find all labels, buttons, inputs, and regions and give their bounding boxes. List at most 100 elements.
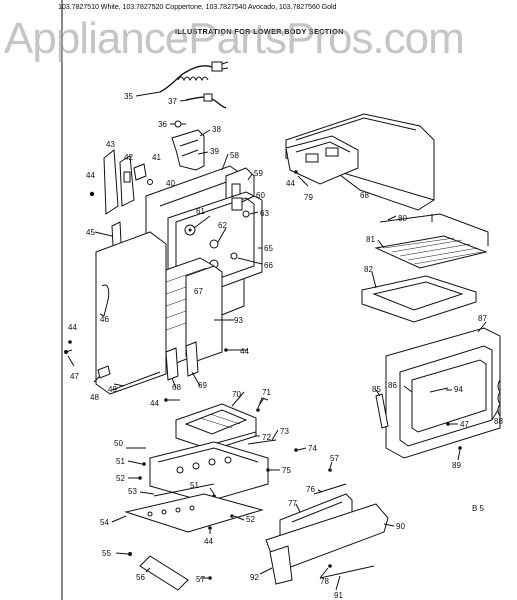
part-label-44-c[interactable]: 44: [68, 323, 77, 332]
screw-part-52-b[interactable]: [230, 514, 234, 518]
rack-part-80[interactable]: [379, 213, 489, 246]
part-label-44-d[interactable]: 44: [150, 399, 159, 408]
screw-part-44-c[interactable]: [68, 340, 72, 344]
part-label-44-e[interactable]: 44: [286, 179, 295, 188]
part-label-89[interactable]: 89: [452, 461, 461, 470]
screw-part-55[interactable]: [128, 552, 132, 556]
part-label-93[interactable]: 93: [234, 316, 243, 325]
part-label-40[interactable]: 40: [166, 179, 175, 188]
bracket-part-41[interactable]: [133, 163, 147, 181]
part-label-59[interactable]: 59: [254, 169, 263, 178]
part-label-78[interactable]: 78: [320, 577, 329, 586]
part-label-60[interactable]: 60: [256, 191, 265, 200]
part-label-85[interactable]: 85: [372, 385, 381, 394]
part-label-73[interactable]: 73: [280, 427, 289, 436]
part-label-51-a[interactable]: 51: [116, 457, 125, 466]
part-label-39[interactable]: 39: [210, 147, 219, 156]
part-label-67[interactable]: 67: [194, 287, 203, 296]
part-label-92[interactable]: 92: [250, 573, 259, 582]
part-label-52-b[interactable]: 52: [246, 515, 255, 524]
cord-clamp-part-37[interactable]: [185, 93, 227, 109]
toe-plate-part-49[interactable]: [111, 371, 161, 391]
screw-part-74[interactable]: [294, 448, 298, 452]
part-label-66[interactable]: 66: [264, 261, 273, 270]
side-trim-part-43[interactable]: [103, 149, 119, 215]
screw-part-75[interactable]: [266, 468, 270, 472]
part-label-42[interactable]: 42: [124, 153, 133, 162]
screw-part-44-f[interactable]: [208, 526, 212, 530]
part-label-71[interactable]: 71: [262, 388, 271, 397]
screw-part-44-a[interactable]: [89, 191, 95, 197]
part-label-68-b[interactable]: 68: [360, 191, 369, 200]
oven-rack-part-81[interactable]: [374, 235, 488, 269]
part-label-47-b[interactable]: 47: [460, 420, 469, 429]
part-label-69[interactable]: 69: [198, 381, 207, 390]
fitting-part-63[interactable]: [242, 210, 250, 218]
bracket-part-69[interactable]: [185, 341, 199, 377]
part-label-47[interactable]: 47: [70, 372, 79, 381]
part-label-49[interactable]: 49: [108, 385, 117, 394]
oven-door-part-87[interactable]: [385, 327, 501, 459]
side-panel-part-46[interactable]: [95, 231, 167, 395]
part-label-68-a[interactable]: 68: [172, 383, 181, 392]
part-label-77[interactable]: 77: [288, 499, 297, 508]
screw-part-57-a[interactable]: [328, 468, 332, 472]
valve-part-73[interactable]: [247, 439, 277, 445]
part-label-91[interactable]: 91: [334, 591, 343, 600]
screw-part-57-b[interactable]: [208, 576, 212, 580]
part-label-50[interactable]: 50: [114, 439, 123, 448]
screw-part-51-a[interactable]: [142, 462, 146, 466]
fitting-part-60[interactable]: [231, 197, 243, 211]
part-label-82[interactable]: 82: [364, 265, 373, 274]
fitting-part-61[interactable]: [184, 224, 196, 236]
screw-part-44-b[interactable]: [224, 348, 228, 352]
part-label-38[interactable]: 38: [212, 125, 221, 134]
drawer-bracket-part-76[interactable]: [313, 483, 347, 495]
trim-strip-part-56[interactable]: [139, 555, 189, 591]
burner-tray-part-79[interactable]: [285, 135, 359, 185]
part-label-61[interactable]: 61: [196, 207, 205, 216]
part-label-56[interactable]: 56: [136, 573, 145, 582]
fitting-part-62[interactable]: [209, 239, 219, 249]
door-hinge-part-85[interactable]: [375, 393, 389, 429]
part-label-57-a[interactable]: 57: [330, 454, 339, 463]
part-label-88[interactable]: 88: [494, 417, 503, 426]
screw-part-78[interactable]: [328, 564, 332, 568]
part-label-80[interactable]: 80: [398, 214, 407, 223]
part-label-94[interactable]: 94: [454, 385, 463, 394]
part-label-74[interactable]: 74: [308, 444, 317, 453]
part-label-51-b[interactable]: 51: [190, 481, 199, 490]
part-label-53[interactable]: 53: [128, 487, 137, 496]
part-label-48[interactable]: 48: [90, 393, 99, 402]
bracket-part-38[interactable]: [171, 129, 205, 171]
part-label-45[interactable]: 45: [86, 228, 95, 237]
screw-part-36[interactable]: [174, 120, 186, 128]
part-label-36[interactable]: 36: [158, 120, 167, 129]
part-label-52-a[interactable]: 52: [116, 474, 125, 483]
screw-part-89[interactable]: [458, 446, 462, 450]
drawer-part-92[interactable]: [269, 545, 293, 585]
part-label-43[interactable]: 43: [106, 140, 115, 149]
part-label-46[interactable]: 46: [100, 315, 109, 324]
part-label-58[interactable]: 58: [230, 151, 239, 160]
screw-part-44-e[interactable]: [294, 170, 298, 174]
part-label-57-b[interactable]: 57: [196, 575, 205, 584]
part-label-41[interactable]: 41: [152, 153, 161, 162]
screw-part-47[interactable]: [64, 349, 73, 354]
plate-part-53[interactable]: [153, 483, 215, 497]
foot-part-48[interactable]: [97, 365, 111, 379]
door-glass-part-86[interactable]: [411, 359, 487, 433]
part-label-72[interactable]: 72: [262, 433, 271, 442]
part-label-63[interactable]: 63: [260, 209, 269, 218]
screw-part-44-d[interactable]: [164, 398, 168, 402]
part-label-44-a[interactable]: 44: [86, 171, 95, 180]
burner-box-part-50[interactable]: [149, 441, 269, 503]
part-label-86[interactable]: 86: [388, 381, 397, 390]
part-label-44-f[interactable]: 44: [204, 537, 213, 546]
broiler-pan-part-82[interactable]: [361, 275, 477, 323]
part-label-81[interactable]: 81: [366, 235, 375, 244]
part-label-65[interactable]: 65: [264, 244, 273, 253]
door-retainer-part-94[interactable]: [429, 387, 449, 393]
drawer-rail-part-91[interactable]: [319, 565, 375, 579]
part-label-79[interactable]: 79: [304, 193, 313, 202]
